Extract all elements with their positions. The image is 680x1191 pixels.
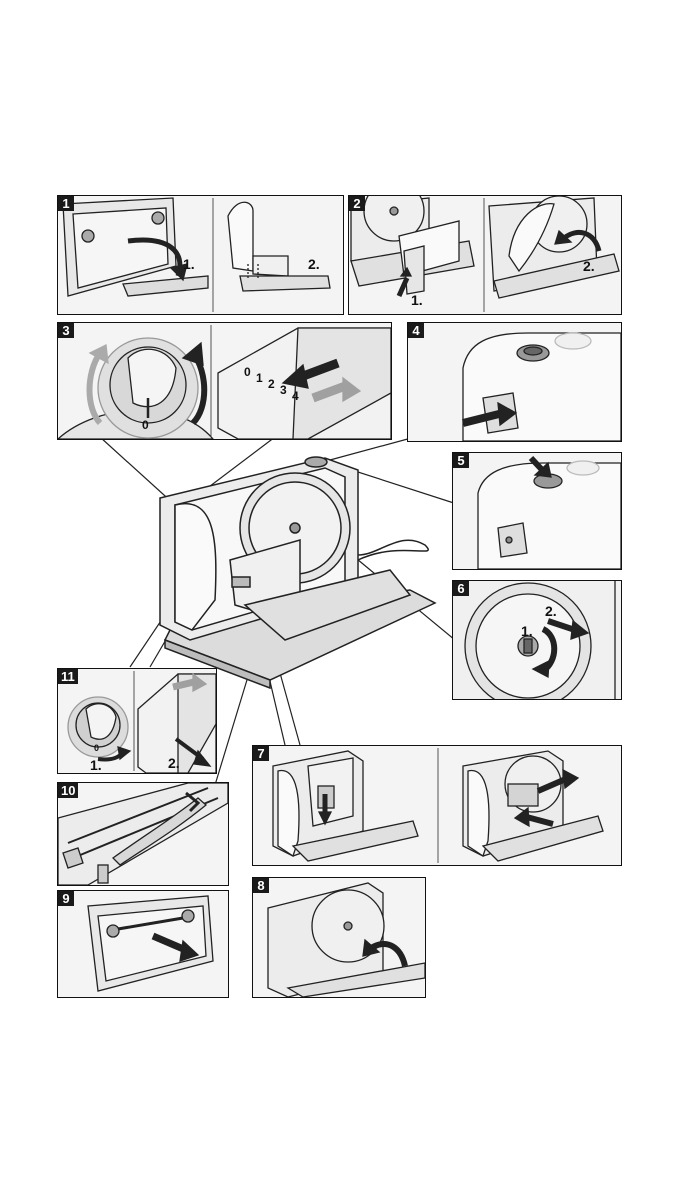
scale-0: 0 <box>244 365 251 379</box>
step-5-panel: 5 <box>452 452 622 570</box>
step-number: 2 <box>349 196 365 211</box>
step-4-panel: 4 <box>407 322 622 442</box>
step-2-illustration <box>349 196 621 314</box>
scale-3: 3 <box>280 383 287 397</box>
step-number: 11 <box>58 669 78 684</box>
step-3-illustration <box>58 323 391 439</box>
step-7-panel: 7 <box>252 745 622 866</box>
step-11-panel: 11 0 1. 2. <box>57 668 217 774</box>
step-number: 5 <box>453 453 469 468</box>
step-2-panel: 2 1. 2. <box>348 195 622 315</box>
step-2-label-2: 2. <box>583 258 595 274</box>
step-number: 7 <box>253 746 269 761</box>
scale-4: 4 <box>292 389 299 403</box>
step-1-label-1: 1. <box>183 256 195 272</box>
step-10-panel: 10 <box>57 782 229 886</box>
step-number: 1 <box>58 196 74 211</box>
step-1-panel: 1 1. 2. <box>57 195 344 315</box>
step-8-panel: 8 <box>252 877 426 998</box>
step-9-illustration <box>58 891 228 997</box>
scale-2: 2 <box>268 377 275 391</box>
dial-zero-mark: 0 <box>142 418 149 432</box>
step-1-label-2: 2. <box>308 256 320 272</box>
step-number: 10 <box>58 783 78 798</box>
step-11-label-2: 2. <box>168 755 180 771</box>
slicer-body <box>160 457 435 688</box>
step-number: 6 <box>453 581 469 596</box>
step-11-illustration <box>58 669 216 773</box>
step-7-illustration <box>253 746 621 865</box>
step-4-illustration <box>408 323 621 441</box>
step-2-label-1: 1. <box>411 292 423 308</box>
step-number: 8 <box>253 878 269 893</box>
step-11-label-1: 1. <box>90 757 102 773</box>
step-6-label-2: 2. <box>545 603 557 619</box>
step-8-illustration <box>253 878 425 997</box>
step-number: 9 <box>58 891 74 906</box>
step-1-illustration <box>58 196 343 314</box>
step-11-dial-zero: 0 <box>94 743 99 753</box>
step-6-panel: 6 1. 2. <box>452 580 622 700</box>
step-6-illustration <box>453 581 621 699</box>
step-9-panel: 9 <box>57 890 229 998</box>
step-number: 4 <box>408 323 424 338</box>
step-number: 3 <box>58 323 74 338</box>
scale-1: 1 <box>256 371 263 385</box>
step-3-panel: 3 0 0 1 2 3 4 <box>57 322 392 440</box>
step-10-illustration <box>58 783 228 885</box>
step-6-label-1: 1. <box>521 623 533 639</box>
step-5-illustration <box>453 453 621 569</box>
